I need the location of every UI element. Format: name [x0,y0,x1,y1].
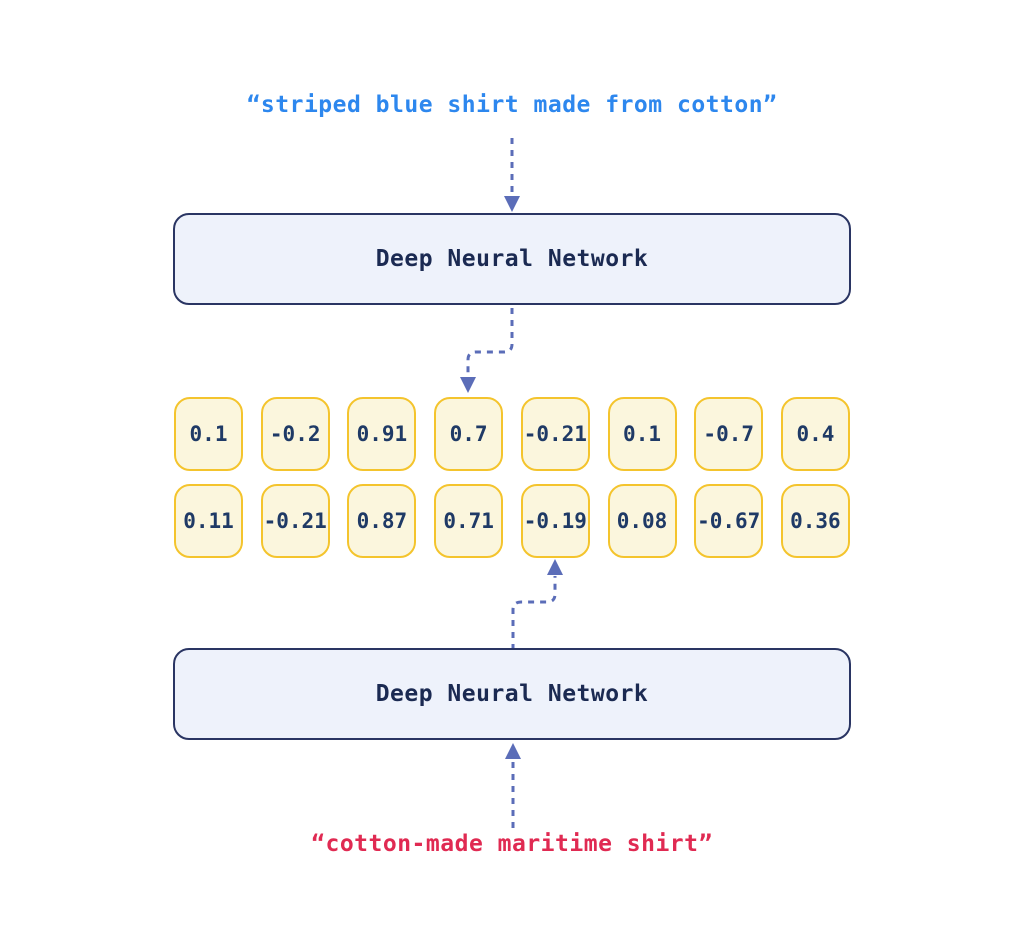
embedding-cell: -0.21 [260,484,330,558]
document-text-label: “cotton-made maritime shirt” [311,831,713,857]
embedding-cell: -0.21 [520,397,590,471]
embedding-row-1: 0.1 -0.2 0.91 0.7 -0.21 0.1 -0.7 0.4 [174,397,850,471]
embedding-cell: 0.4 [780,397,850,471]
top-neural-network-box: Deep Neural Network [173,213,851,305]
query-text-label: “striped blue shirt made from cotton” [246,92,778,118]
embedding-cell: 0.11 [174,484,243,558]
embedding-cell: -0.67 [694,484,764,558]
embedding-cell: -0.2 [260,397,330,471]
embedding-cell: 0.1 [607,397,677,471]
embedding-cell: 0.36 [780,484,850,558]
embedding-cell: 0.71 [434,484,504,558]
arrow-network-to-vector-up [511,559,563,650]
arrow-network-to-vector [460,308,514,393]
embedding-cell: 0.7 [434,397,504,471]
embedding-row-2: 0.11 -0.21 0.87 0.71 -0.19 0.08 -0.67 0.… [174,484,850,558]
embedding-cell: 0.91 [347,397,417,471]
embedding-cell: -0.7 [694,397,764,471]
top-neural-network-label: Deep Neural Network [375,246,649,272]
bottom-neural-network-box: Deep Neural Network [173,648,851,740]
embedding-cell: -0.19 [520,484,590,558]
bottom-neural-network-label: Deep Neural Network [375,681,649,707]
arrow-query-to-network [504,138,520,212]
embedding-cell: 0.08 [607,484,677,558]
embedding-cell: 0.1 [174,397,243,471]
arrow-document-to-network [505,743,521,828]
embedding-cell: 0.87 [347,484,417,558]
